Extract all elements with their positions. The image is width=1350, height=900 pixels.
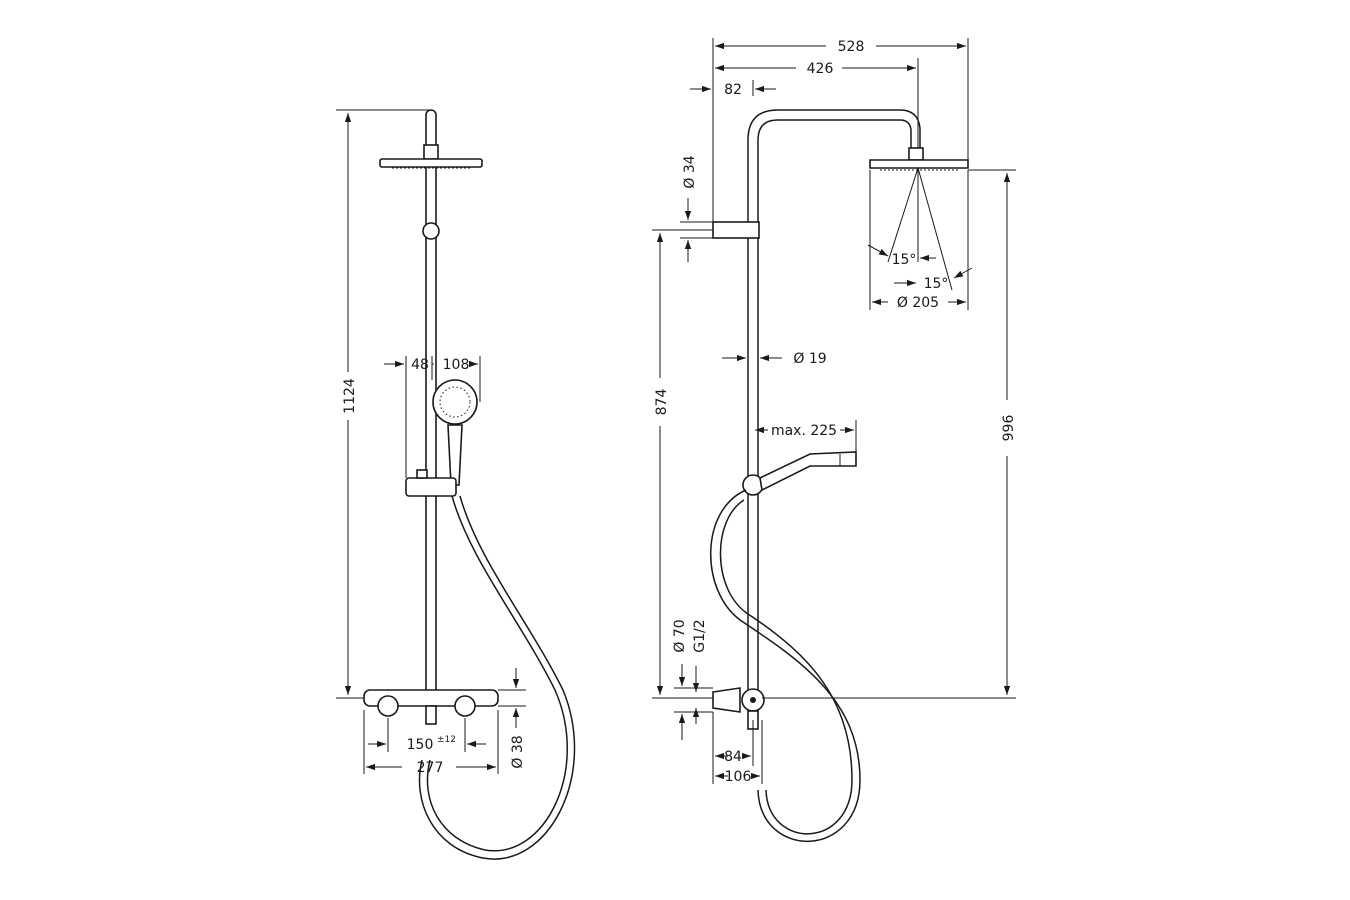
front-hose xyxy=(426,495,569,852)
dim-height-lower: 874 xyxy=(654,389,670,416)
side-overhead-shower xyxy=(869,147,969,171)
side-hose xyxy=(710,489,861,842)
dim-handshower-reach: max. 225 xyxy=(771,423,837,439)
dim-angle-left: 15° xyxy=(892,252,917,268)
side-wall-bracket xyxy=(712,221,760,239)
dim-angle-right: 15° xyxy=(924,276,949,292)
front-view: 1124 48 108 150 ±12 277 Ø 38 xyxy=(336,109,576,860)
side-view: 528 426 82 Ø 34 15° 15° Ø 205 xyxy=(652,38,1017,842)
dim-head-diameter: Ø 205 xyxy=(897,295,939,311)
dim-inlet-diameter: Ø 70 xyxy=(672,619,688,652)
dim-height-total: 1124 xyxy=(342,378,358,414)
dim-mixer-tolerance: ±12 xyxy=(437,735,456,745)
side-thermostat-mixer xyxy=(712,687,765,730)
dim-depth-84: 84 xyxy=(724,749,742,765)
dim-height-head: 996 xyxy=(1001,415,1017,442)
side-riser-arm xyxy=(747,109,921,698)
dim-handshower-offset: 48 xyxy=(411,357,429,373)
dim-bracket-diameter: Ø 34 xyxy=(682,155,698,188)
dim-overhead-arm: 426 xyxy=(807,61,834,77)
dim-handshower-diameter: 108 xyxy=(443,357,470,373)
dim-total-projection: 528 xyxy=(838,39,865,55)
front-overhead-shower xyxy=(379,144,483,169)
dim-mixer-width: 277 xyxy=(417,760,444,776)
dim-depth-106: 106 xyxy=(725,769,752,785)
front-slider xyxy=(405,477,457,497)
side-hand-shower xyxy=(759,451,857,492)
front-rail-bracket xyxy=(422,222,440,240)
front-thermostat-mixer xyxy=(363,689,499,725)
dim-thread: G1/2 xyxy=(692,619,708,652)
dim-mixer-diameter: Ø 38 xyxy=(510,735,526,768)
dim-wall-offset: 82 xyxy=(724,82,742,98)
dim-mixer-centers: 150 xyxy=(407,737,434,753)
dim-rail-diameter: Ø 19 xyxy=(793,351,826,367)
front-hand-shower xyxy=(432,379,478,486)
